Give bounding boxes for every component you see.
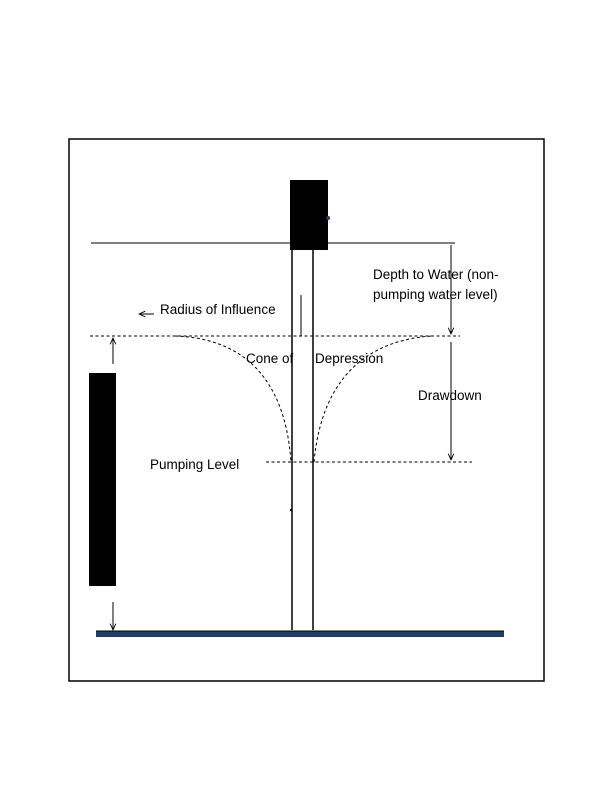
- diagram-frame: [68, 138, 545, 682]
- casing-mark-dot: [289, 508, 293, 512]
- aquifer-thickness-bar: [89, 373, 116, 586]
- depression-label: Depression: [315, 351, 383, 366]
- radius-of-influence-label: Radius of Influence: [160, 302, 276, 317]
- bedrock-layer: [96, 631, 504, 637]
- pumping-level-label: Pumping Level: [150, 457, 239, 472]
- depth-to-water-label-line2: pumping water level): [373, 287, 498, 302]
- cone-of-depression-right: [313, 335, 433, 463]
- drawdown-label: Drawdown: [418, 388, 482, 403]
- well-head-dot: [326, 216, 330, 220]
- well-head: [290, 180, 328, 250]
- cone-of-label: Cone of: [246, 351, 294, 366]
- cone-of-depression-left: [174, 335, 292, 463]
- depth-to-water-label-line1: Depth to Water (non-: [373, 267, 499, 282]
